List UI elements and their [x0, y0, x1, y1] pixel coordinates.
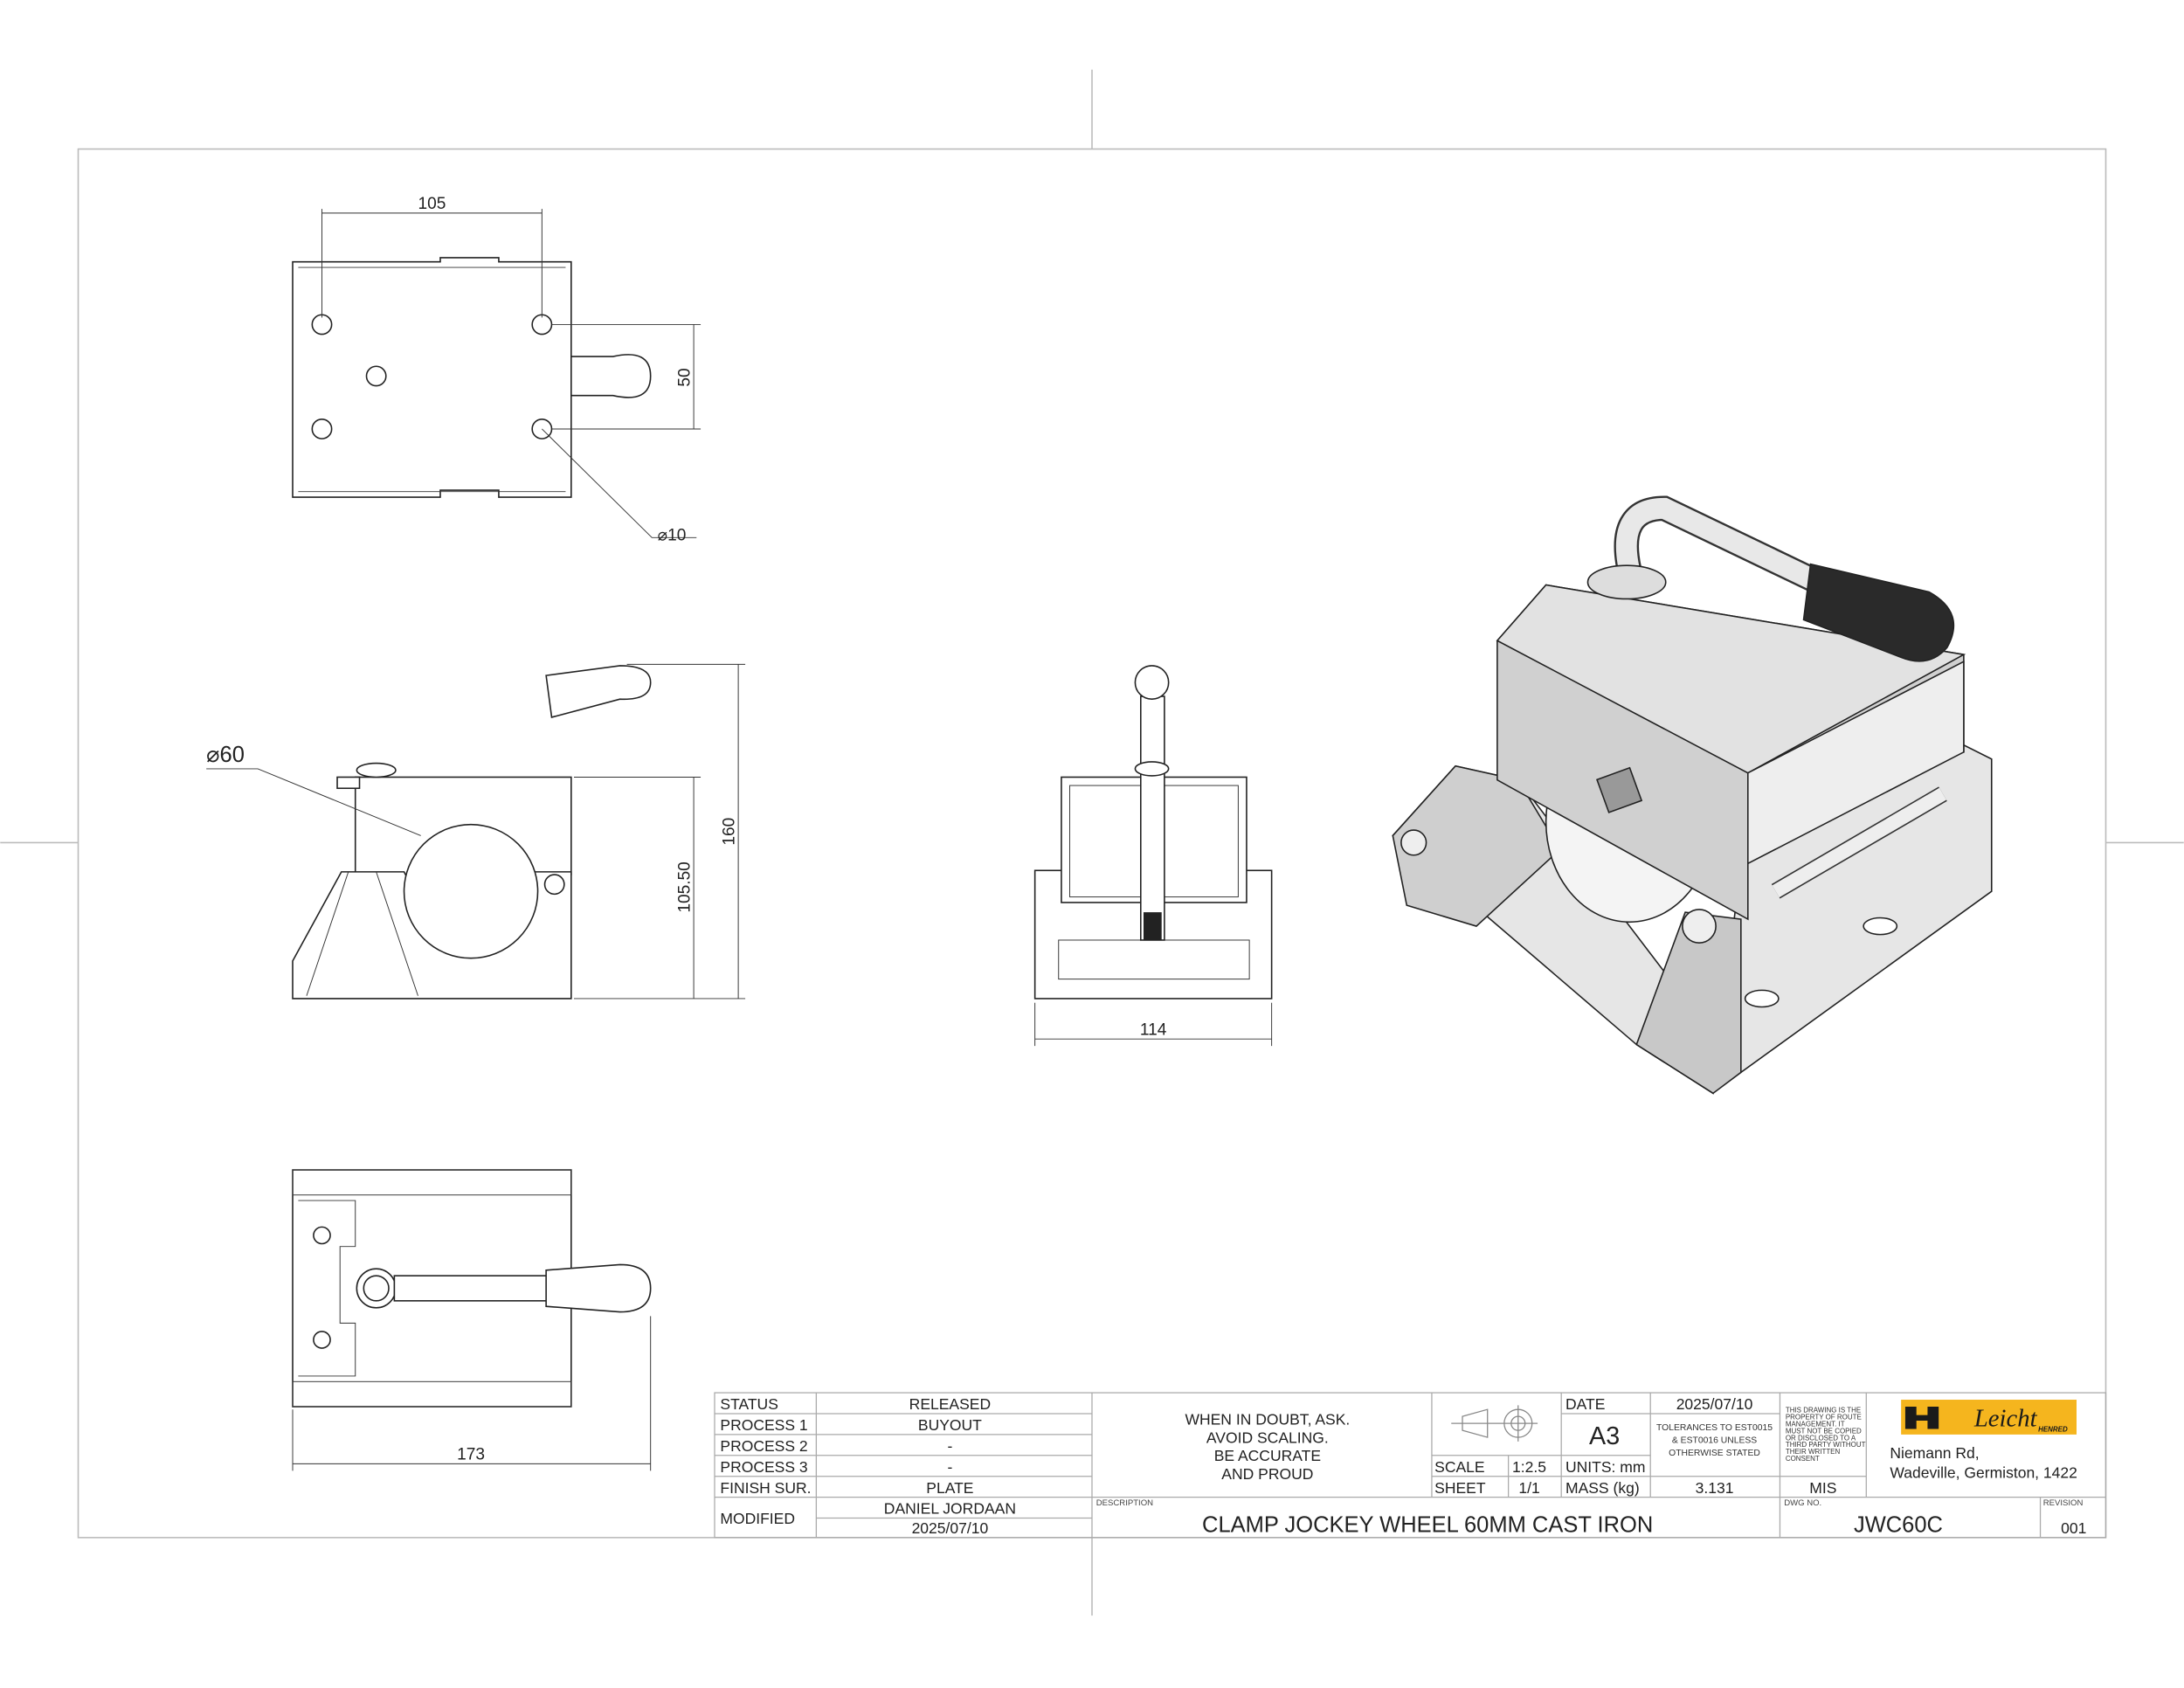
tolerance-line: & EST0016 UNLESS [1672, 1435, 1757, 1445]
handle-grip [570, 354, 652, 398]
note-line: WHEN IN DOUBT, ASK. [1185, 1411, 1350, 1429]
drawn-by: MIS [1809, 1479, 1836, 1497]
finish-value: PLATE [926, 1479, 973, 1497]
process3-value: - [947, 1458, 952, 1476]
front-view: ⌀60 160 105.50 [206, 663, 746, 1000]
modified-date: 2025/07/10 [912, 1519, 989, 1537]
svg-text:HENRED: HENRED [2038, 1426, 2068, 1434]
dim-160: 160 [720, 818, 738, 846]
top-view: 105 50 ⌀10 [292, 195, 702, 544]
tolerances-note: TOLERANCES TO EST0015 & EST0016 UNLESS O… [1656, 1423, 1773, 1458]
note-line: AND PROUD [1221, 1465, 1313, 1483]
mass-label: MASS (kg) [1565, 1479, 1640, 1497]
center-marks [0, 69, 2184, 1616]
svg-text:MANAGEMENT. IT: MANAGEMENT. IT [1786, 1420, 1845, 1428]
date-value: 2025/07/10 [1676, 1395, 1753, 1413]
status-label: STATUS [720, 1395, 778, 1413]
process1-value: BUYOUT [918, 1416, 982, 1434]
bottom-view: 173 [292, 1169, 652, 1471]
sheet-label: SHEET [1434, 1479, 1486, 1497]
isometric-view [1392, 495, 1993, 1095]
process2-label: PROCESS 2 [720, 1437, 807, 1455]
process3-label: PROCESS 3 [720, 1458, 807, 1476]
svg-text:OR DISCLOSED TO A: OR DISCLOSED TO A [1786, 1434, 1856, 1442]
address-line: Wadeville, Germiston, 1422 [1890, 1463, 2077, 1481]
svg-text:MUST NOT BE COPIED: MUST NOT BE COPIED [1786, 1427, 1862, 1435]
note-line: BE ACCURATE [1214, 1447, 1321, 1464]
dwg-no: JWC60C [1854, 1512, 1943, 1537]
date-label: DATE [1565, 1395, 1605, 1413]
units: UNITS: mm [1565, 1458, 1645, 1476]
svg-text:CONSENT: CONSENT [1786, 1455, 1820, 1463]
svg-text:Leicht: Leicht [1973, 1404, 2038, 1432]
dim-50: 50 [675, 368, 694, 386]
description: CLAMP JOCKEY WHEEL 60MM CAST IRON [1202, 1512, 1653, 1537]
dim-hole-diameter: ⌀10 [658, 526, 687, 544]
property-notice: THIS DRAWING IS THE PROPERTY OF ROUTE MA… [1786, 1406, 1866, 1463]
svg-text:THIRD PARTY WITHOUT: THIRD PARTY WITHOUT [1786, 1441, 1866, 1449]
scale-value: 1:2.5 [1512, 1458, 1546, 1476]
dim-105-50: 105.50 [675, 861, 694, 912]
description-label: DESCRIPTION [1096, 1498, 1153, 1508]
dim-105: 105 [418, 195, 446, 213]
title-block: STATUS RELEASED PROCESS 1 BUYOUT PROCESS… [714, 1392, 2107, 1539]
revision-label: REVISION [2043, 1498, 2084, 1508]
process2-value: - [947, 1437, 952, 1455]
side-view: 114 [1033, 665, 1273, 1047]
sheet-value: 1/1 [1518, 1479, 1539, 1497]
process1-label: PROCESS 1 [720, 1416, 807, 1434]
note-line: AVOID SCALING. [1206, 1429, 1329, 1446]
scale-label: SCALE [1434, 1458, 1484, 1476]
svg-text:THEIR WRITTEN: THEIR WRITTEN [1786, 1448, 1841, 1456]
tolerance-line: TOLERANCES TO EST0015 [1656, 1423, 1773, 1433]
modified-by: DANIEL JORDAAN [884, 1500, 1016, 1518]
revision: 001 [2061, 1519, 2086, 1537]
dim-173: 173 [457, 1446, 485, 1464]
address-line: Niemann Rd, [1890, 1444, 1979, 1462]
dwg-no-label: DWG NO. [1784, 1498, 1821, 1508]
tolerance-line: OTHERWISE STATED [1669, 1449, 1760, 1458]
status-value: RELEASED [909, 1395, 991, 1413]
sheet-size: A3 [1589, 1422, 1620, 1450]
company-logo: Leicht HENRED [1901, 1400, 2077, 1435]
svg-text:THIS DRAWING IS THE: THIS DRAWING IS THE [1786, 1406, 1861, 1414]
svg-text:PROPERTY OF ROUTE: PROPERTY OF ROUTE [1786, 1413, 1862, 1421]
dim-tube-diameter: ⌀60 [206, 743, 245, 767]
mass-value: 3.131 [1696, 1479, 1734, 1497]
finish-label: FINISH SUR. [720, 1479, 811, 1497]
projection-symbol-icon [1451, 1405, 1538, 1442]
modified-label: MODIFIED [720, 1510, 795, 1527]
dim-114: 114 [1140, 1020, 1167, 1039]
